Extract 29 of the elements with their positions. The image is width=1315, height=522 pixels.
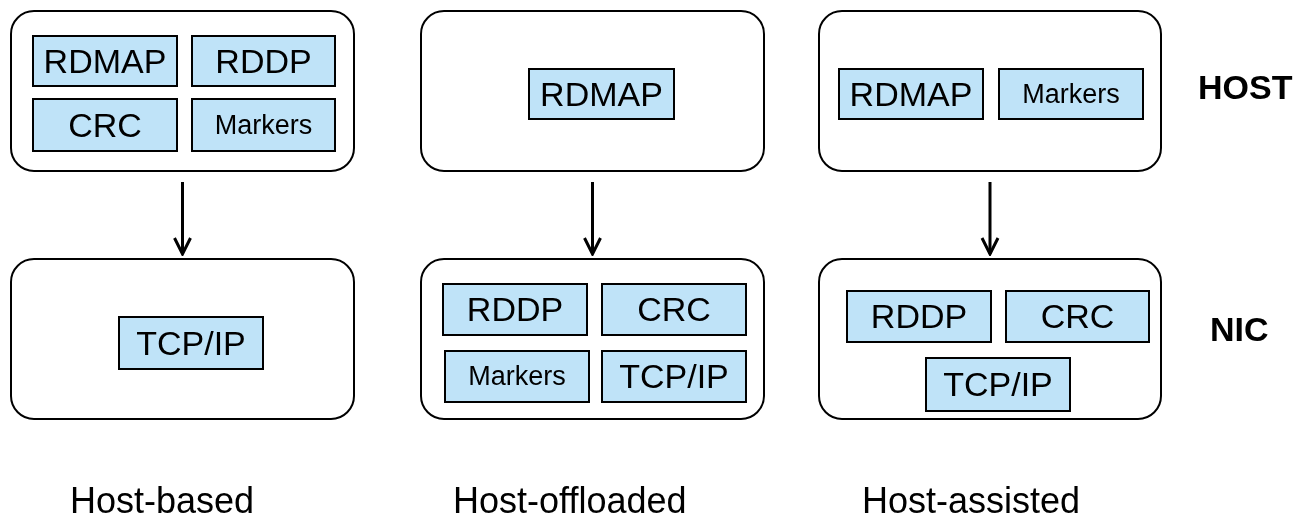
layer-box: CRC bbox=[601, 283, 747, 336]
arrow bbox=[980, 182, 1000, 256]
layer-box: RDMAP bbox=[32, 35, 178, 87]
arrow bbox=[583, 182, 602, 256]
layer-box: RDDP bbox=[846, 290, 992, 343]
column-label: Host-based bbox=[70, 480, 255, 522]
column-label: Host-assisted bbox=[862, 480, 1081, 522]
layer-box: CRC bbox=[32, 98, 178, 152]
container-box bbox=[420, 10, 765, 172]
layer-box: RDDP bbox=[442, 283, 588, 336]
layer-box: TCP/IP bbox=[118, 316, 264, 370]
layer-box: Markers bbox=[998, 68, 1144, 120]
layer-box: RDDP bbox=[191, 35, 336, 87]
container-box bbox=[818, 258, 1162, 420]
layer-box: TCP/IP bbox=[925, 357, 1071, 412]
container-box bbox=[818, 10, 1162, 172]
layer-box: CRC bbox=[1005, 290, 1150, 343]
layer-box: Markers bbox=[444, 350, 590, 403]
container-box bbox=[10, 10, 355, 172]
layer-box: Markers bbox=[191, 98, 336, 152]
layer-box: RDMAP bbox=[528, 68, 675, 120]
column-label: Host-offloaded bbox=[453, 480, 687, 522]
row-label: NIC bbox=[1210, 310, 1269, 349]
container-box bbox=[10, 258, 355, 420]
layer-box: TCP/IP bbox=[601, 350, 747, 403]
layer-box: RDMAP bbox=[838, 68, 984, 120]
container-box bbox=[420, 258, 765, 420]
arrow bbox=[173, 182, 192, 256]
row-label: HOST bbox=[1198, 68, 1293, 107]
